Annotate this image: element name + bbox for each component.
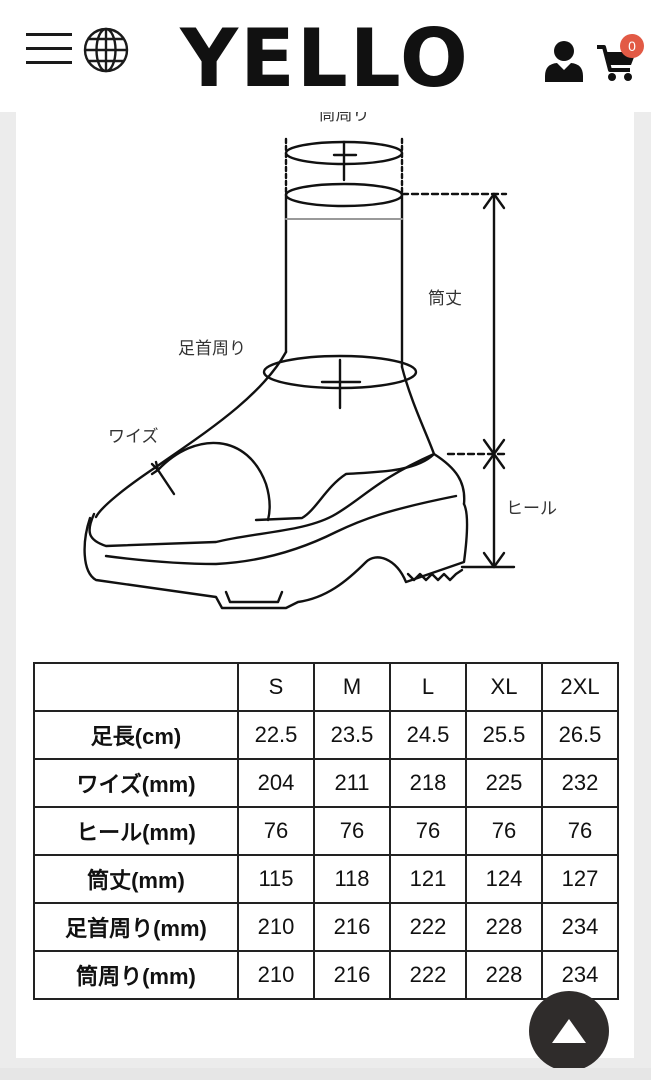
bottom-bar <box>0 1068 651 1080</box>
table-cell: 228 <box>465 902 543 952</box>
row-label: ヒール(mm) <box>33 806 239 856</box>
table-cell: 210 <box>237 902 315 952</box>
table-cell: 118 <box>313 854 391 904</box>
table-header-cell <box>33 662 239 712</box>
table-cell: 228 <box>465 950 543 1000</box>
table-header-cell: M <box>313 662 391 712</box>
row-label: 足首周り(mm) <box>33 902 239 952</box>
table-cell: 127 <box>541 854 619 904</box>
size-chart-table: S M L XL 2XL 足長(cm) 22.5 23.5 24.5 25.5 … <box>33 662 619 1000</box>
boot-size-diagram: 筒周り 筒丈 足首周り ワイズ ヒール <box>83 112 557 610</box>
table-cell: 26.5 <box>541 710 619 760</box>
heel-label: ヒール <box>506 499 557 519</box>
table-cell: 225 <box>465 758 543 808</box>
table-cell: 124 <box>465 854 543 904</box>
table-row: 足長(cm) 22.5 23.5 24.5 25.5 26.5 <box>33 710 619 760</box>
row-label: 筒丈(mm) <box>33 854 239 904</box>
table-cell: 76 <box>465 806 543 856</box>
table-header-row: S M L XL 2XL <box>33 662 619 712</box>
table-cell: 76 <box>313 806 391 856</box>
table-cell: 232 <box>541 758 619 808</box>
globe-icon[interactable] <box>82 26 130 74</box>
table-cell: 76 <box>389 806 467 856</box>
cart-count-badge: 0 <box>620 34 644 58</box>
table-cell: 216 <box>313 950 391 1000</box>
row-label: ワイズ(mm) <box>33 758 239 808</box>
table-cell: 121 <box>389 854 467 904</box>
row-label: 筒周り(mm) <box>33 950 239 1000</box>
shaft-height-label: 筒丈 <box>428 289 462 309</box>
table-row: ヒール(mm) 76 76 76 76 76 <box>33 806 619 856</box>
scroll-to-top-button[interactable] <box>529 991 609 1071</box>
table-header-cell: XL <box>465 662 543 712</box>
site-logo[interactable]: YELLO <box>180 12 470 105</box>
table-cell: 222 <box>389 902 467 952</box>
table-cell: 23.5 <box>313 710 391 760</box>
table-header-cell: 2XL <box>541 662 619 712</box>
user-icon[interactable] <box>544 40 584 82</box>
table-cell: 76 <box>541 806 619 856</box>
table-row: ワイズ(mm) 204 211 218 225 232 <box>33 758 619 808</box>
table-header-cell: L <box>389 662 467 712</box>
table-cell: 222 <box>389 950 467 1000</box>
table-row: 筒周り(mm) 210 216 222 228 234 <box>33 950 619 1000</box>
ankle-circumference-label: 足首周り <box>178 339 246 359</box>
table-cell: 22.5 <box>237 710 315 760</box>
top-circumference-label: 筒周り <box>319 112 370 125</box>
table-cell: 204 <box>237 758 315 808</box>
table-cell: 24.5 <box>389 710 467 760</box>
table-row: 足首周り(mm) 210 216 222 228 234 <box>33 902 619 952</box>
menu-icon[interactable] <box>26 30 72 68</box>
table-cell: 76 <box>237 806 315 856</box>
table-header-cell: S <box>237 662 315 712</box>
table-cell: 210 <box>237 950 315 1000</box>
row-label: 足長(cm) <box>33 710 239 760</box>
table-cell: 234 <box>541 902 619 952</box>
triangle-up-icon <box>552 1019 586 1043</box>
site-header: YELLO 0 <box>0 0 651 112</box>
table-cell: 211 <box>313 758 391 808</box>
table-cell: 115 <box>237 854 315 904</box>
width-label: ワイズ <box>108 427 159 447</box>
table-cell: 218 <box>389 758 467 808</box>
table-row: 筒丈(mm) 115 118 121 124 127 <box>33 854 619 904</box>
table-cell: 216 <box>313 902 391 952</box>
table-cell: 25.5 <box>465 710 543 760</box>
